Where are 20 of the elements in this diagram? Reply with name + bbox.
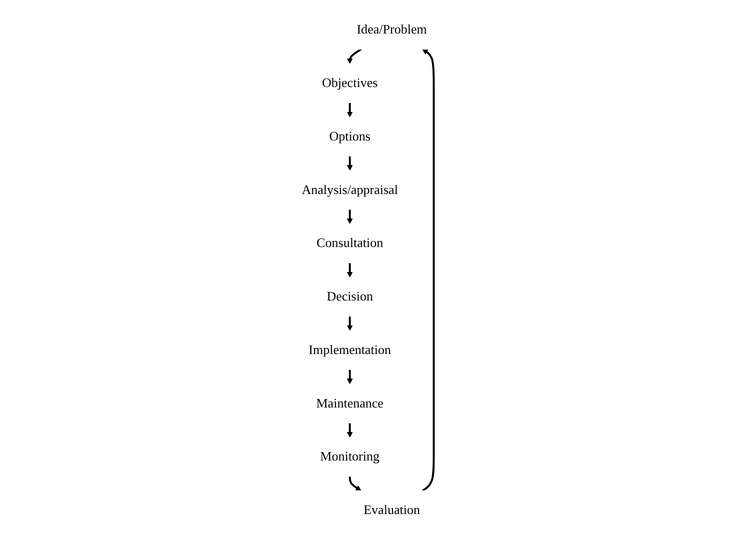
arrow bbox=[347, 209, 353, 224]
arrow bbox=[422, 49, 435, 492]
node-text: Consultation bbox=[316, 236, 384, 250]
node-text: Maintenance bbox=[316, 396, 384, 411]
arrow bbox=[349, 476, 362, 491]
node-text: Analysis/appraisal bbox=[302, 182, 398, 198]
node-text: Implementation bbox=[308, 342, 392, 358]
arrow bbox=[347, 316, 353, 331]
node-text: Decision bbox=[326, 290, 374, 304]
node-text: Monitoring bbox=[320, 450, 380, 464]
arrow bbox=[347, 102, 353, 118]
node-text: Idea/Problem bbox=[356, 22, 428, 37]
node-text: Evaluation bbox=[364, 503, 420, 518]
node-text: Objectives bbox=[322, 76, 378, 90]
arrow bbox=[347, 156, 353, 171]
arrow bbox=[347, 48, 362, 64]
arrow bbox=[347, 262, 353, 278]
arrow bbox=[347, 370, 353, 384]
arrow bbox=[347, 423, 353, 438]
node-text: Options bbox=[329, 129, 371, 144]
